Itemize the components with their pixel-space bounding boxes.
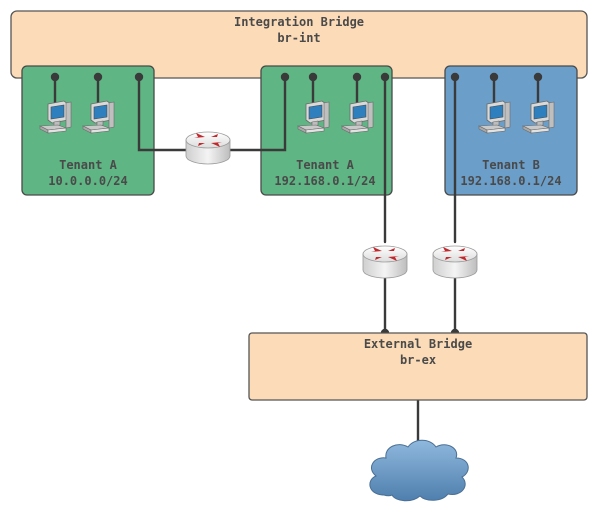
integration-bridge: Integration Bridge br-int	[10, 10, 588, 79]
tenant-a-2-name: Tenant A	[296, 158, 355, 172]
cloud-icon	[369, 439, 469, 502]
tenant-a-box-2: Tenant A 192.168.0.1/24	[260, 65, 393, 196]
tenant-a-1-name: Tenant A	[59, 158, 118, 172]
external-bridge-subtitle: br-ex	[400, 353, 436, 367]
router-icon	[362, 245, 408, 279]
integration-bridge-subtitle: br-int	[277, 31, 320, 45]
external-bridge-title: External Bridge	[364, 337, 472, 351]
integration-bridge-title: Integration Bridge	[234, 15, 364, 29]
external-bridge: External Bridge br-ex	[248, 332, 588, 401]
tenant-a-1-subnet: 10.0.0.0/24	[48, 174, 127, 188]
router-icon	[432, 245, 478, 279]
tenant-a-2-subnet: 192.168.0.1/24	[274, 174, 375, 188]
tenant-b-name: Tenant B	[482, 158, 540, 172]
tenant-b-subnet: 192.168.0.1/24	[460, 174, 561, 188]
router-icon	[185, 131, 231, 165]
tenant-b-box: Tenant B 192.168.0.1/24	[444, 65, 578, 196]
